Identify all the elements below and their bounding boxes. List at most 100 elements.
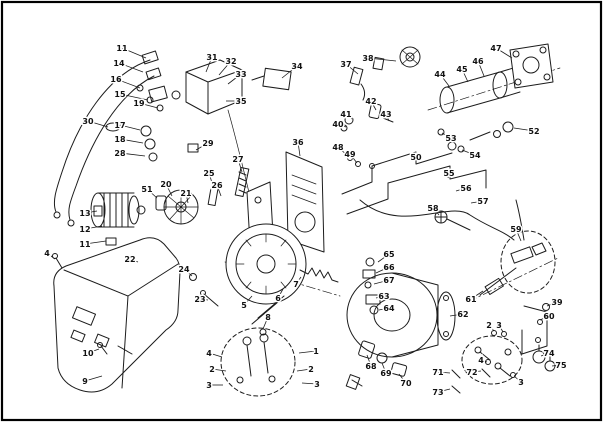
- callout-leader-line: [281, 65, 298, 79]
- part-callout-59: 59: [510, 225, 522, 234]
- part-callout-68: 68: [365, 362, 377, 371]
- callout-leader-line: [515, 228, 522, 242]
- callout-leader-line: [441, 132, 452, 139]
- part-callout-3: 3: [518, 378, 524, 387]
- callout-leader-line: [298, 350, 317, 354]
- callout-leader-line: [471, 370, 482, 373]
- callout-leader-line: [367, 57, 397, 62]
- part-callout-24: 24: [178, 265, 190, 274]
- callout-leader-line: [375, 266, 390, 274]
- callout-leader-line: [277, 288, 284, 299]
- callout-leader-line: [461, 68, 469, 83]
- pump-assembly: [399, 43, 554, 114]
- part-callout-2: 2: [486, 321, 492, 330]
- small-fittings: [105, 84, 164, 162]
- callout-leader-line: [121, 47, 147, 59]
- part-callout-3: 3: [314, 380, 320, 389]
- part-callout-9: 9: [82, 377, 88, 386]
- part-callout-14: 14: [113, 59, 125, 68]
- callout-leader-line: [218, 60, 232, 76]
- callout-leader-line: [540, 352, 550, 357]
- part-callout-21: 21: [180, 189, 192, 198]
- part-callout-61: 61: [465, 295, 477, 304]
- callout-leader-line: [411, 156, 417, 161]
- diagram-artwork: [52, 43, 561, 397]
- part-callout-54: 54: [469, 151, 481, 160]
- solenoid-parts: [340, 56, 394, 132]
- callout-leader-line: [119, 152, 146, 157]
- part-callout-7: 7: [293, 280, 299, 289]
- part-callout-58: 58: [427, 204, 439, 213]
- callout-leader-line: [185, 192, 189, 204]
- callout-leader-line: [337, 146, 350, 158]
- callout-leader-line: [243, 295, 253, 306]
- callout-leader-line: [183, 268, 193, 277]
- ignition-transformer: [148, 59, 292, 299]
- part-callout-27: 27: [232, 155, 243, 164]
- coupling: [155, 195, 167, 211]
- nozzle-assembly: [479, 199, 556, 296]
- part-callout-5: 5: [241, 301, 247, 310]
- callout-leader-line: [211, 368, 227, 372]
- part-callout-37: 37: [340, 60, 351, 69]
- part-callout-51: 51: [141, 185, 153, 194]
- callout-leader-line: [381, 362, 387, 374]
- part-callout-44: 44: [434, 70, 446, 79]
- burner-housing: [346, 272, 456, 358]
- part-callout-73: 73: [432, 388, 443, 397]
- fan-wheel: [163, 189, 199, 225]
- callout-leader-line: [119, 138, 144, 144]
- part-callout-12: 12: [79, 225, 90, 234]
- part-callout-1: 1: [313, 347, 319, 356]
- part-callout-4: 4: [44, 249, 50, 258]
- blower-wheel: [225, 223, 339, 305]
- callout-leader-line: [437, 371, 451, 374]
- part-callout-10: 10: [82, 349, 94, 358]
- part-callout-69: 69: [380, 369, 392, 378]
- callout-leader-line: [398, 373, 407, 384]
- electrode-group: [220, 327, 296, 397]
- part-callout-62: 62: [457, 310, 468, 319]
- callout-leader-line: [46, 252, 56, 260]
- part-callout-38: 38: [362, 54, 374, 63]
- callout-leader-line: [119, 124, 141, 131]
- part-callout-53: 53: [445, 134, 456, 143]
- part-callout-3: 3: [206, 381, 212, 390]
- part-callout-42: 42: [365, 97, 376, 106]
- part-callout-17: 17: [114, 121, 125, 130]
- callout-leader-line: [199, 298, 209, 301]
- part-callout-50: 50: [410, 153, 422, 162]
- callout-leader-line: [513, 127, 535, 132]
- callout-leader-line: [480, 359, 488, 363]
- callout-leader-line: [295, 276, 302, 285]
- callout-leader-line: [87, 120, 109, 128]
- fuel-hose-pair: [53, 50, 162, 227]
- part-callout-52: 52: [528, 127, 539, 136]
- part-callout-2: 2: [308, 365, 314, 374]
- part-callout-34: 34: [291, 62, 303, 71]
- callout-leader-line: [370, 100, 377, 111]
- part-callout-75: 75: [555, 361, 567, 370]
- part-callout-48: 48: [332, 143, 344, 152]
- part-callout-4: 4: [206, 349, 212, 358]
- electrode-rods: [251, 295, 285, 325]
- part-callout-29: 29: [202, 139, 214, 148]
- callout-leader-line: [455, 187, 467, 192]
- callout-leader-line: [551, 364, 562, 367]
- callout-leader-line: [378, 307, 390, 311]
- screw-group-right: [461, 335, 523, 385]
- callout-leader-line: [129, 258, 139, 263]
- callout-leader-line: [366, 354, 372, 367]
- callout-leader-line: [377, 253, 390, 263]
- part-callout-47: 47: [490, 44, 501, 53]
- air-intake-plate: [285, 151, 325, 253]
- part-callout-46: 46: [472, 57, 484, 66]
- callout-leader-line: [205, 56, 213, 73]
- callout-leader-line: [119, 93, 149, 101]
- part-callout-18: 18: [114, 135, 126, 144]
- part-callout-74: 74: [543, 349, 555, 358]
